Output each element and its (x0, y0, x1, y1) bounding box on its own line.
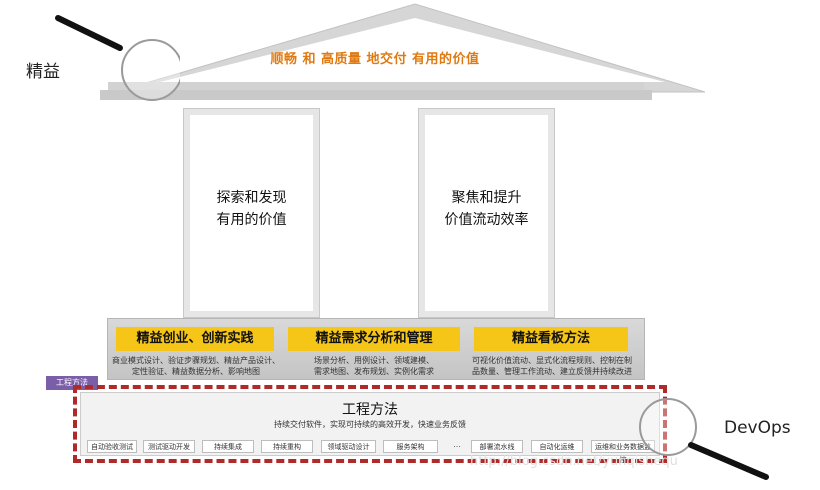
right-label: DevOps (724, 418, 791, 438)
practice-kanban: 精益看板方法 (474, 327, 628, 351)
engineering-panel: 工程方法 持续交付软件，实现可持续的高效开发，快速业务反馈 自动验收测试 测试驱… (80, 392, 660, 464)
right-pillar-text: 聚焦和提升 价值流动效率 (419, 187, 554, 231)
practices-band: 精益创业、创新实践 精益需求分析和管理 精益看板方法 商业模式设计、验证步骤规划… (107, 318, 645, 380)
right-pillar-line1: 聚焦和提升 (451, 190, 522, 206)
chip-deployment-pipeline: 部署流水线 (471, 440, 523, 453)
left-label: 精益 (26, 62, 60, 82)
practice-requirements: 精益需求分析和管理 (288, 327, 460, 351)
practice-requirements-desc2: 需求地图、发布规划、实例化需求 (314, 367, 434, 376)
watermark: http://blog.csdn.net/yunqishequ (470, 454, 678, 469)
practice-lean-startup: 精益创业、创新实践 (116, 327, 274, 351)
left-pillar-line2: 有用的价值 (216, 212, 287, 228)
practice-lean-startup-desc2: 定性验证、精益数据分析、影响地图 (132, 367, 260, 376)
practice-kanban-desc: 可视化价值流动、显式化流程规则、控制在制 品数量、管理工作流动、建立反馈并持续改… (466, 355, 638, 377)
chip-ellipsis: ... (453, 440, 461, 449)
engineering-title: 工程方法 (342, 402, 398, 418)
chip-refactoring: 持续重构 (261, 440, 313, 453)
practice-kanban-desc1: 可视化价值流动、显式化流程规则、控制在制 (472, 356, 632, 365)
practice-requirements-desc: 场景分析、用例设计、领域建模、 需求地图、发布规划、实例化需求 (288, 355, 460, 377)
engineering-subtitle: 持续交付软件，实现可持续的高效开发，快速业务反馈 (274, 420, 466, 429)
practice-kanban-desc2: 品数量、管理工作流动、建立反馈并持续改进 (472, 367, 632, 376)
left-pillar: 探索和发现 有用的价值 (183, 108, 320, 318)
left-pillar-text: 探索和发现 有用的价值 (184, 187, 319, 231)
chip-monitoring: 运维和业务数据监控 (591, 440, 655, 464)
chip-automated-ops: 自动化运维 (531, 440, 583, 453)
right-pillar: 聚焦和提升 价值流动效率 (418, 108, 555, 318)
chip-service-architecture: 服务架构 (383, 440, 438, 453)
practice-lean-startup-desc: 商业模式设计、验证步骤规划、精益产品设计、 定性验证、精益数据分析、影响地图 (110, 355, 282, 377)
left-pillar-line1: 探索和发现 (216, 190, 287, 206)
practice-lean-startup-desc1: 商业模式设计、验证步骤规划、精益产品设计、 (112, 356, 280, 365)
magnifier-icon (639, 398, 769, 480)
practice-requirements-desc1: 场景分析、用例设计、领域建模、 (314, 356, 434, 365)
roof-title: 顺畅 和 高质量 地交付 有用的价值 (270, 52, 480, 67)
engineering-highlight (73, 385, 667, 463)
chip-ddd: 领域驱动设计 (321, 440, 376, 453)
chip-tdd: 测试驱动开发 (143, 440, 195, 453)
right-pillar-line2: 价值流动效率 (444, 212, 529, 228)
chip-acceptance-test: 自动验收测试 (87, 440, 137, 453)
roof (100, 3, 706, 100)
magnifier-icon (55, 15, 180, 101)
chip-ci: 持续集成 (202, 440, 254, 453)
